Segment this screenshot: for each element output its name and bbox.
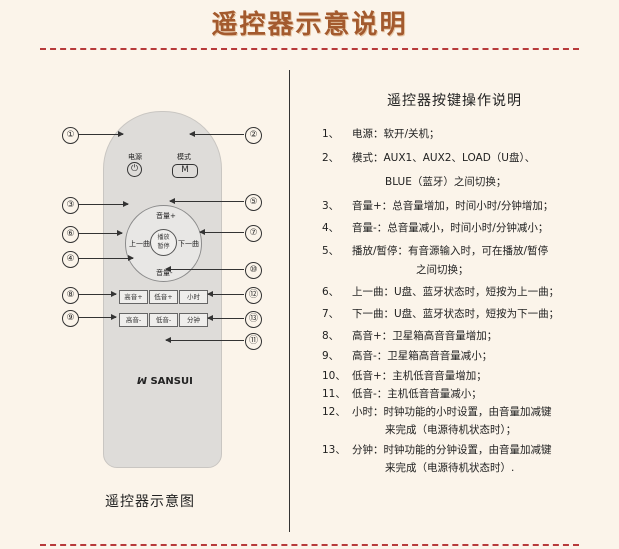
callout-12: ⑫ xyxy=(245,287,262,304)
instruction-item: 10、低音+：主机低音音量增加； xyxy=(322,370,487,382)
navigation-ring: 音量+ 音量- 上一曲 下一曲 播放 暂停 xyxy=(125,205,202,282)
instruction-item: 9、高音-：卫星箱高音音量减小； xyxy=(322,350,493,362)
instruction-continuation: BLUE（蓝牙）之间切换； xyxy=(385,176,507,188)
instruction-continuation: 来完成（电源待机状态时）； xyxy=(385,424,517,436)
power-button[interactable]: ⏻ xyxy=(127,162,142,177)
arrow-10 xyxy=(165,266,244,272)
remote-caption: 遥控器示意图 xyxy=(105,494,195,510)
arrow-8 xyxy=(78,291,117,297)
callout-8: ⑧ xyxy=(62,287,79,304)
previous-track-button[interactable]: 上一曲 xyxy=(129,240,150,248)
callout-6: ⑥ xyxy=(62,226,79,243)
remote-control: 电源 ⏻ 模式 M 音量+ 音量- 上一曲 下一曲 播放 暂停 高音+ 低音+ … xyxy=(103,111,222,468)
arrow-12 xyxy=(207,291,244,297)
minute-button[interactable]: 分钟 xyxy=(179,313,208,327)
treble-up-button[interactable]: 高音+ xyxy=(119,290,148,304)
callout-13: ⑬ xyxy=(245,311,262,328)
volume-down-button[interactable]: 音量- xyxy=(156,269,173,277)
arrow-6 xyxy=(78,230,123,236)
instruction-continuation: 来完成（电源待机状态时）. xyxy=(385,462,515,474)
instruction-item: 11、低音-：主机低音音量减小； xyxy=(322,388,482,400)
arrow-1 xyxy=(78,131,124,137)
instruction-item: 5、播放/暂停：有音源输入时，可在播放/暂停 xyxy=(322,245,549,257)
instruction-item: 1、电源：软开/关机； xyxy=(322,128,440,140)
arrow-11 xyxy=(165,337,244,343)
instruction-continuation: 之间切换； xyxy=(416,264,469,276)
next-track-button[interactable]: 下一曲 xyxy=(178,240,199,248)
arrow-4 xyxy=(78,255,134,261)
callout-11: ⑪ xyxy=(245,333,262,350)
volume-up-button[interactable]: 音量+ xyxy=(156,212,176,220)
instruction-item: 7、下一曲：U盘、蓝牙状态时，短按为下一曲； xyxy=(322,308,560,320)
mode-button[interactable]: M xyxy=(172,164,198,178)
power-label: 电源 xyxy=(128,153,142,161)
arrow-3 xyxy=(78,201,129,207)
arrow-2 xyxy=(189,131,244,137)
brand-name: SANSUI xyxy=(150,376,193,387)
bottom-divider xyxy=(40,544,579,546)
instruction-item: 8、高音+：卫星箱高音音量增加； xyxy=(322,330,498,342)
callout-7: ⑦ xyxy=(245,225,262,242)
callout-10: ⑩ xyxy=(245,262,262,279)
sansui-logo-icon: ꟽ xyxy=(137,376,151,387)
instruction-item: 3、音量+：总音量增加，时间小时/分钟增加； xyxy=(322,200,554,212)
play-pause-button[interactable]: 播放 暂停 xyxy=(150,229,177,256)
play-label: 播放 xyxy=(157,234,170,241)
power-icon: ⏻ xyxy=(130,164,139,174)
callout-3: ③ xyxy=(62,197,79,214)
callout-9: ⑨ xyxy=(62,310,79,327)
instruction-item: 6、上一曲：U盘、蓝牙状态时，短按为上一曲； xyxy=(322,286,560,298)
callout-2: ② xyxy=(245,127,262,144)
hour-button[interactable]: 小时 xyxy=(179,290,208,304)
instruction-item: 12、小时：时钟功能的小时设置，由音量加减键 xyxy=(322,406,552,418)
vertical-divider xyxy=(289,70,290,532)
instructions-title: 遥控器按键操作说明 xyxy=(387,93,522,109)
brand-logo: ꟽ SANSUI xyxy=(137,376,193,387)
callout-4: ④ xyxy=(62,251,79,268)
arrow-7 xyxy=(199,229,244,235)
callout-1: ① xyxy=(62,127,79,144)
arrow-5 xyxy=(169,198,244,204)
page-title: 遥控器示意说明 xyxy=(211,10,408,40)
mode-label: 模式 xyxy=(177,153,191,161)
pause-label: 暂停 xyxy=(157,243,170,250)
bass-down-button[interactable]: 低音- xyxy=(149,313,178,327)
bass-up-button[interactable]: 低音+ xyxy=(149,290,178,304)
treble-down-button[interactable]: 高音- xyxy=(119,313,148,327)
top-divider xyxy=(40,48,579,50)
arrow-13 xyxy=(207,315,244,321)
arrow-9 xyxy=(78,314,117,320)
instruction-item: 2、模式：AUX1、AUX2、LOAD（U盘）、 xyxy=(322,152,536,164)
instruction-item: 13、分钟：时钟功能的分钟设置，由音量加减键 xyxy=(322,444,552,456)
callout-5: ⑤ xyxy=(245,194,262,211)
instruction-item: 4、音量-：总音量减小，时间小时/分钟减小； xyxy=(322,222,549,234)
